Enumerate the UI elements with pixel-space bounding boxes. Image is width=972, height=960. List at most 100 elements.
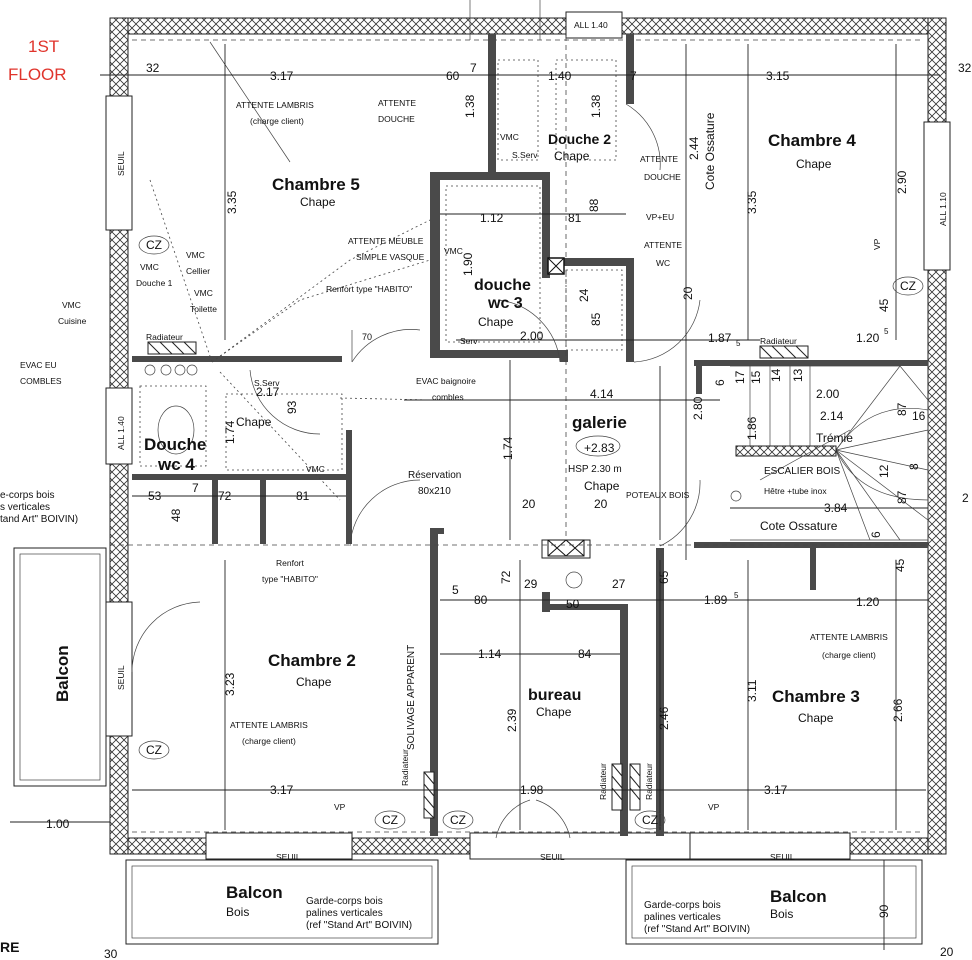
left-railing-note-1: e-corps bois [0,490,54,501]
dim-stair-17: 17 [733,370,747,384]
note-evac-baignoire-1: EVAC baignoire [416,376,476,386]
dim-81b: 81 [296,489,310,503]
room-chambre4: Chambre 4 [768,131,856,150]
note-tremie: Trémie [816,431,853,445]
dim-48: 48 [169,508,183,522]
dim-stair-15: 15 [749,370,763,384]
dim-311: 3.11 [745,679,759,702]
vp-label-3: VP [872,238,882,250]
note-vmc-toilette-1: VMC [194,288,213,298]
cz-label-6: CZ [642,813,658,827]
note-vmc-wc3: VMC [444,246,463,256]
balcony-bottom-right-railing-1: Garde-corps bois [644,900,721,911]
note-sserv-wc4: S.Serv [254,378,280,388]
dim-20d: 20 [940,945,954,959]
note-escalier-2: Hêtre +tube inox [764,486,827,496]
dim-120a: 1.20 [856,331,880,345]
dim-87b: 87 [895,490,909,504]
dim-100: 1.00 [46,817,70,831]
dim-81: 81 [568,211,582,225]
dim-20a: 20 [681,286,695,300]
room-chambre4-finish: Chape [796,157,832,171]
dim-24: 24 [577,288,591,302]
dim-70: 70 [362,332,372,342]
dim-29: 29 [524,577,538,591]
room-chambre5: Chambre 5 [272,175,360,194]
note-sserv-d2: S.Serv [512,150,538,160]
dim-20b: 20 [522,497,536,511]
dim-323: 3.23 [223,672,237,696]
balconies [13,547,923,945]
dim-174b: 1.74 [501,436,515,460]
room-douche-wc4-finish: Chape [236,415,272,429]
note-evac-baignoire-2: combles [432,392,464,402]
dim-85: 85 [589,312,603,326]
note-attente-wc-2: WC [656,258,670,268]
dim-190: 1.90 [461,252,475,276]
note-radiateur-c4: Radiateur [760,336,797,346]
room-galerie-finish: Chape [584,479,620,493]
note-attente-wc-1: ATTENTE [644,240,682,250]
all-140-left: ALL 1.40 [116,416,126,450]
dim-27: 27 [612,577,626,591]
note-attente-meuble-2: SIMPLE VASQUE [356,252,425,262]
dim-bottom-2: 3.17 [764,783,788,797]
vp-label-2: VP [708,802,720,812]
note-attente-lambris-c3-2: (charge client) [822,650,876,660]
dim-bottom-1: 1.98 [520,783,544,797]
note-solivage: SOLIVAGE APPARENT [406,645,417,750]
room-galerie: galerie [572,413,627,432]
balcony-bottom-left-railing-2: palines verticales [306,908,383,919]
note-renfort-top: Renfort type "HABITO" [326,284,412,294]
dim-244: 2.44 [687,136,701,160]
room-bureau-finish: Chape [536,705,572,719]
note-vmc-cuisine-1: VMC [62,300,81,310]
note-poteaux: POTEAUX BOIS [626,490,690,500]
floor-label-line2: FLOOR [8,65,67,84]
dim-5: 5 [452,583,459,597]
note-attente-lambris-c2-1: ATTENTE LAMBRIS [230,720,308,730]
note-attente-douche-d2-2: DOUCHE [644,172,681,182]
dim-bottom-0: 3.17 [270,783,294,797]
dim-top-5: 7 [630,69,637,83]
note-radiateur-bureau: Radiateur [598,763,608,800]
dim-stair-14: 14 [769,368,783,382]
dim-top-4: 1.40 [548,69,572,83]
balcony-bottom-right-railing-3: (ref "Stand Art" BOIVIN) [644,924,750,935]
room-douche2: Douche 2 [548,131,611,147]
note-cote-ossature-h: Cote Ossature [760,519,838,533]
note-vmc-douche1-1: VMC [140,262,159,272]
note-vmc-cellier-2: Cellier [186,266,210,276]
note-reservation-1: Réservation [408,470,461,481]
dim-72b: 72 [499,570,513,584]
all-140-top: ALL 1.40 [574,20,608,30]
seuil-bottom-1: SEUIL [276,852,301,862]
room-chambre2: Chambre 2 [268,651,356,670]
dim-200b: 2.00 [816,387,840,401]
dim-246: 2.46 [657,706,671,730]
room-douche-wc4-line2: wc 4 [157,455,195,474]
room-douche2-finish: Chape [554,149,590,163]
note-cote-ossature-v: Cote Ossature [703,112,717,190]
dim-138b: 1.38 [589,94,603,118]
dim-53: 53 [148,489,162,503]
balcony-bottom-left-finish: Bois [226,905,249,919]
dim-65: 65 [657,570,671,584]
cz-label-1: CZ [146,238,162,252]
balcony-bottom-left-label: Balcon [226,883,283,902]
note-vmc-douche1-2: Douche 1 [136,278,173,288]
dim-186: 1.86 [745,416,759,440]
balcony-bottom-right-label: Balcon [770,887,827,906]
dim-45b: 45 [893,558,907,572]
room-chambre3: Chambre 3 [772,687,860,706]
dim-45a: 45 [877,298,891,312]
doors [131,103,701,839]
dim-2: 2 [962,491,969,505]
note-attente-lambris-c5-2: (charge client) [250,116,304,126]
dim-top-3: 7 [470,61,477,75]
note-attente-douche-c5-2: DOUCHE [378,114,415,124]
room-galerie-level: +2.83 [584,441,615,455]
dim-174a: 1.74 [223,420,237,444]
left-railing-note-2: s verticales [0,502,50,513]
